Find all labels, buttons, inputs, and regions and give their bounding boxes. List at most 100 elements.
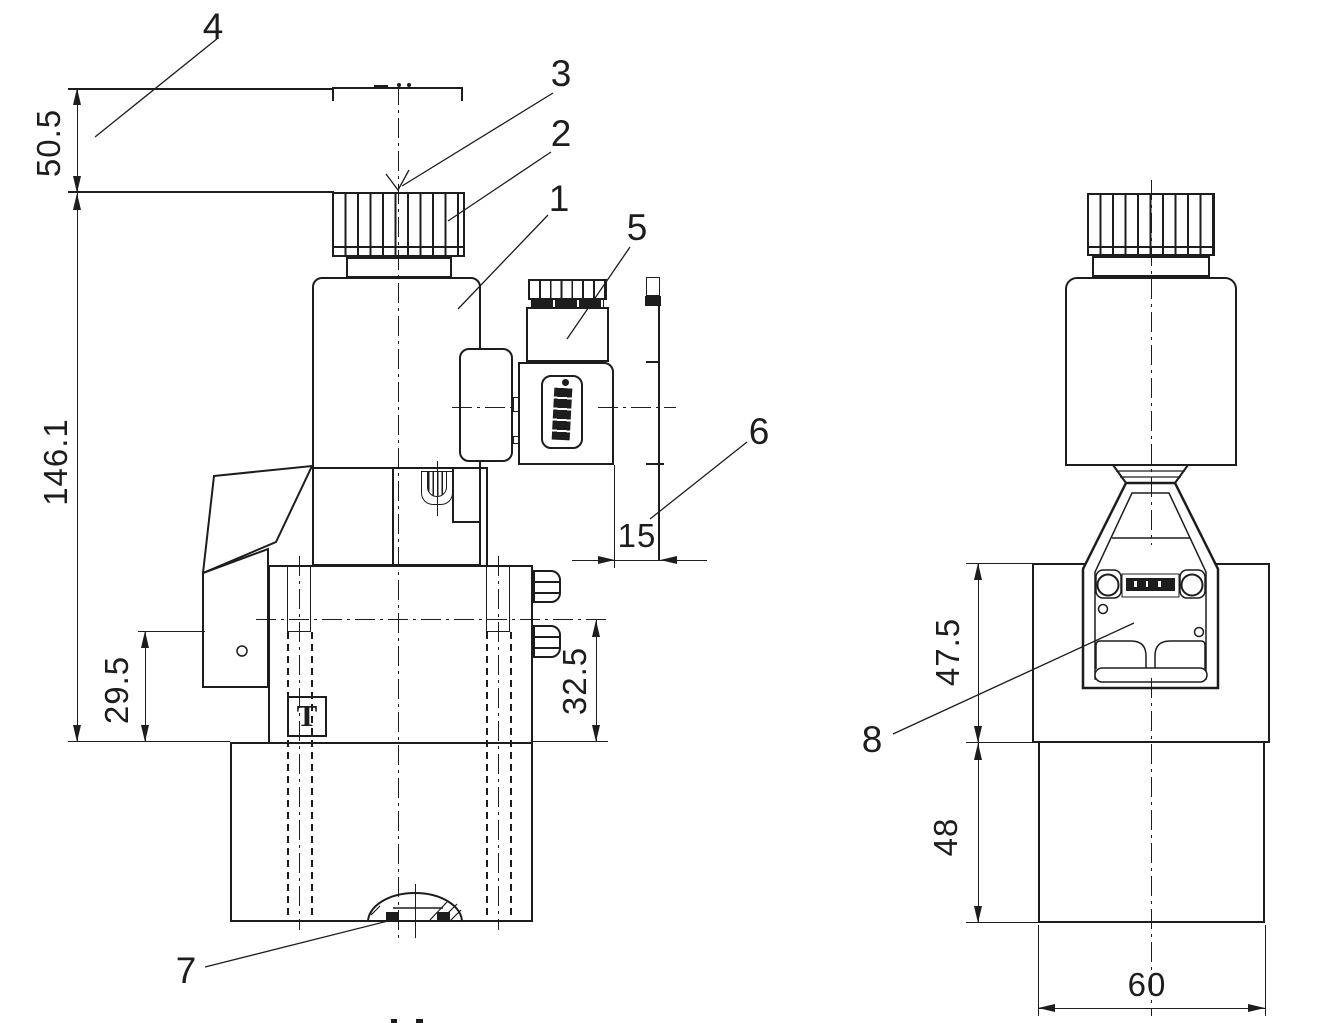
dim-lever-height: 50.5 xyxy=(30,108,67,178)
connector-upper-housing xyxy=(526,307,609,362)
break-dot xyxy=(397,83,401,87)
dim-line-horizontal xyxy=(1038,1008,1265,1009)
dim-arrow xyxy=(73,176,81,193)
dim-port-axis-height: 32.5 xyxy=(556,646,593,716)
callout-3: 3 xyxy=(550,53,572,94)
extension-line xyxy=(68,191,334,193)
centerline-vertical xyxy=(1151,180,1152,545)
hatch-line xyxy=(370,905,381,916)
body-inner-line xyxy=(452,521,481,523)
dim-arrow xyxy=(1038,1004,1055,1012)
dim-lower-block-height: 48 xyxy=(927,817,964,857)
port-t-label: T xyxy=(296,698,318,733)
extension-line xyxy=(966,563,1032,564)
funnel-line xyxy=(1112,464,1127,484)
small-screw-hole xyxy=(1193,626,1205,638)
dim-arrow xyxy=(141,725,149,742)
brand-logo-icon xyxy=(1126,578,1175,591)
dim-line-horizontal xyxy=(572,560,707,561)
leader-2 xyxy=(447,151,552,222)
body-flange-line xyxy=(486,467,488,565)
solenoid-axis-centerline xyxy=(598,407,676,408)
dim-arrow xyxy=(974,726,982,743)
port-t-box xyxy=(287,696,327,737)
callout-4: 4 xyxy=(202,6,224,47)
callout-5: 5 xyxy=(626,207,648,248)
dim-upper-block-height: 47.5 xyxy=(929,617,966,687)
alt-connector-profile xyxy=(658,306,660,560)
lever-break-top xyxy=(332,87,463,89)
hidden-hole-line xyxy=(287,632,289,920)
seal-ring xyxy=(386,912,399,922)
leader-6 xyxy=(649,441,748,520)
extension-line xyxy=(1038,925,1039,1016)
terminal-screw xyxy=(1180,573,1204,597)
leader-1 xyxy=(457,214,549,310)
connector-cap-knurled xyxy=(528,279,607,300)
dim-bracket-offset: 29.5 xyxy=(98,655,135,725)
detent-centerline xyxy=(437,461,438,516)
alt-connector-gasket xyxy=(645,296,661,306)
bolt-detail-line xyxy=(535,592,559,594)
callout-6: 6 xyxy=(748,411,770,452)
extension-line xyxy=(533,741,608,742)
alt-connector-step xyxy=(646,463,664,465)
extension-line xyxy=(68,741,230,742)
connector-foot xyxy=(1154,640,1206,669)
dim-line-vertical xyxy=(77,88,78,742)
bolt-centerline xyxy=(299,556,300,930)
dim-line-vertical xyxy=(596,620,597,742)
logo-glyph xyxy=(1134,581,1137,587)
bolt-detail-line xyxy=(535,636,559,638)
break-dot xyxy=(407,83,411,87)
dim-arrow xyxy=(73,193,81,210)
cutoff-caption-mark xyxy=(416,1019,423,1023)
cutoff-caption-mark xyxy=(391,1019,397,1023)
dim-arrow xyxy=(73,725,81,742)
dim-line-vertical xyxy=(145,631,146,742)
dim-arrow xyxy=(1248,1004,1265,1012)
bracket-wedge xyxy=(201,464,314,575)
hatch-line xyxy=(449,909,462,922)
lower-block xyxy=(230,742,533,922)
coil-end-cap xyxy=(459,348,513,462)
lever-line xyxy=(68,88,332,90)
dim-overall-height: 146.1 xyxy=(37,418,74,506)
port-axis-centerline xyxy=(256,619,608,620)
lever-break-right xyxy=(461,88,463,101)
body-step-line xyxy=(313,467,486,469)
extension-line xyxy=(966,742,1032,743)
seal-ring xyxy=(437,912,450,922)
dim-arrow xyxy=(974,906,982,923)
side-bolt-head xyxy=(533,625,561,658)
callout-7: 7 xyxy=(175,950,197,991)
leader-7 xyxy=(204,920,389,968)
dome-centerline xyxy=(415,884,416,938)
alt-connector-cap xyxy=(646,277,660,296)
centerline-vertical xyxy=(398,85,399,938)
extension-line xyxy=(138,631,205,632)
break-dash xyxy=(374,85,388,87)
bracket-plate xyxy=(202,547,269,688)
lever-break-left xyxy=(332,88,334,101)
logo-glyph xyxy=(1158,581,1161,587)
callout-2: 2 xyxy=(550,113,572,154)
alt-connector-step xyxy=(646,361,659,363)
connector-foot xyxy=(1095,640,1147,669)
logo-glyph xyxy=(1146,581,1148,587)
dim-connector-clearance: 15 xyxy=(617,517,657,554)
extension-line xyxy=(966,922,1038,923)
funnel-line xyxy=(1174,464,1189,484)
leader-4 xyxy=(94,37,219,138)
small-screw-hole xyxy=(1097,603,1109,615)
dim-arrow xyxy=(974,563,982,580)
leader-5 xyxy=(566,246,631,340)
side-bolt-head xyxy=(533,570,561,603)
callout-1: 1 xyxy=(548,178,570,219)
hidden-hole-line xyxy=(311,632,313,920)
extension-line xyxy=(614,465,615,568)
dim-arrow xyxy=(592,725,600,742)
terminal-screw xyxy=(1096,573,1120,597)
